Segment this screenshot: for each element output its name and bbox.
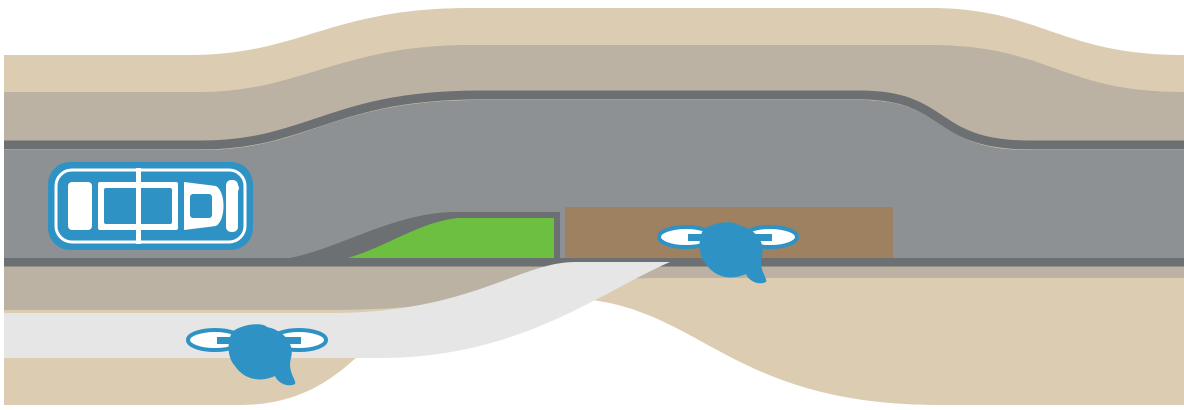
bike-path: [4, 262, 670, 358]
inner-verge-bottom: [4, 262, 1184, 310]
green-island: [348, 218, 554, 258]
cyclist-top-view-icon: [186, 324, 328, 386]
car-top-view-icon: [48, 162, 253, 250]
cyclist-top-view-icon: [657, 222, 799, 284]
curb-top: [4, 90, 1184, 150]
